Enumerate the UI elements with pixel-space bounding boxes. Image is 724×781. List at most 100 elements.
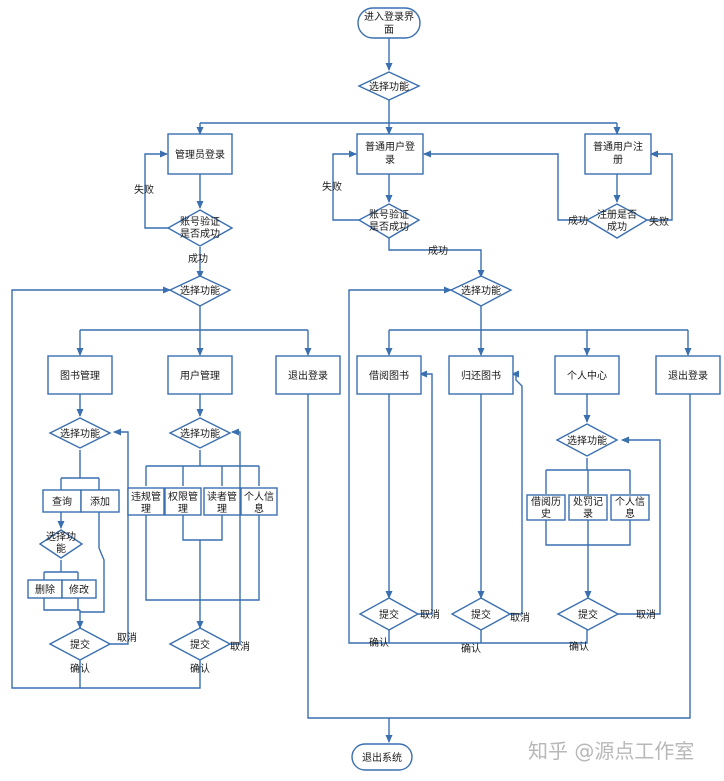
admin-verify-label-1: 账号验证 xyxy=(180,215,220,228)
choose-top-diamond xyxy=(357,71,421,101)
exit-system-terminal xyxy=(351,743,413,771)
violation-label-2: 理 xyxy=(141,503,151,515)
personal-submit-diamond xyxy=(556,597,620,631)
edge-register-fail xyxy=(647,150,673,221)
edge-user-choose-split xyxy=(389,306,688,331)
connectors xyxy=(11,37,692,743)
profile-label-2: 息 xyxy=(254,502,264,515)
penalty-label-2: 录 xyxy=(583,508,593,520)
modify-label: 修改 xyxy=(69,583,89,596)
user-login-box xyxy=(356,133,424,175)
admin-verify-label-2: 是否成功 xyxy=(180,228,220,240)
edge-umgmt-cancel xyxy=(230,428,241,645)
borrow-box xyxy=(356,355,422,395)
umgmt-submit-label: 提交 xyxy=(190,638,210,651)
permission-box xyxy=(164,487,202,516)
user-verify-label-2: 是否成功 xyxy=(369,221,409,233)
user-verify-label-1: 账号验证 xyxy=(369,208,409,221)
admin-login-box xyxy=(167,133,233,175)
confirm-umgmt-label: 确认 xyxy=(190,662,210,675)
edge-register-success xyxy=(423,150,587,221)
success-user-label: 成功 xyxy=(428,245,448,257)
edge-admin-confirm-loop xyxy=(11,286,171,689)
user-login-label-2: 录 xyxy=(385,154,395,166)
sub-choose-diamond xyxy=(38,529,84,559)
edge-labels: 失败 成功 失败 成功 成功 失败 取消 确认 取消 确认 取消 确认 取消 确… xyxy=(70,180,669,675)
profile-label-1: 个人信 xyxy=(244,491,274,503)
borrow-label: 借阅图书 xyxy=(369,369,409,382)
edge-umgmt-merge-outer xyxy=(145,515,260,601)
cancel-return-label: 取消 xyxy=(510,611,530,624)
return-box xyxy=(448,355,514,395)
confirm-book-label: 确认 xyxy=(70,662,90,675)
cancel-borrow-label: 取消 xyxy=(420,608,440,621)
register-box xyxy=(584,133,652,175)
register-check-label-1: 注册是否 xyxy=(597,208,637,221)
personal-label: 个人中心 xyxy=(567,369,607,382)
book-submit-label: 提交 xyxy=(70,638,90,651)
umgmt-label: 用户管理 xyxy=(180,369,220,382)
cancel-personal-label: 取消 xyxy=(636,608,656,621)
borrow-submit-diamond xyxy=(358,597,420,631)
register-check-label-2: 成功 xyxy=(607,221,627,233)
book-submit-diamond xyxy=(48,627,112,661)
borrow-submit-label: 提交 xyxy=(379,608,399,621)
admin-exit-box xyxy=(275,355,341,395)
fail-user-label: 失败 xyxy=(322,180,342,193)
edge-del-mod-merge xyxy=(43,598,80,611)
delete-label: 删除 xyxy=(35,583,55,596)
profile-box xyxy=(240,487,278,516)
reader-label-1: 读者管 xyxy=(207,490,237,503)
personal-info-box xyxy=(610,494,650,521)
personal-choose-diamond xyxy=(555,423,619,457)
cancel-umgmt-label: 取消 xyxy=(230,640,250,653)
choose-top-label: 选择功能 xyxy=(369,80,409,93)
edge-user-fail xyxy=(332,150,359,221)
admin-login-label: 管理员登录 xyxy=(175,148,225,161)
violation-box xyxy=(127,487,165,516)
edge-book-split xyxy=(60,450,100,490)
add-label: 添加 xyxy=(90,495,110,508)
personal-submit-label: 提交 xyxy=(578,608,598,621)
watermark: 知乎 @源点工作室 xyxy=(528,739,694,763)
user-choose-diamond xyxy=(449,275,513,307)
register-label-2: 册 xyxy=(613,155,623,166)
edge-add-merge xyxy=(80,512,105,613)
user-exit-box xyxy=(655,355,721,395)
modify-box xyxy=(61,579,97,599)
admin-choose-label: 选择功能 xyxy=(180,284,220,297)
edge-return-cancel xyxy=(510,370,523,615)
book-choose-diamond xyxy=(48,417,112,449)
user-choose-label: 选择功能 xyxy=(461,284,501,297)
borrow-hist-box xyxy=(526,494,566,521)
node-labels: 进入登录界 面 退出系统 选择功能 管理员登录 普通用户登 录 普通用户注 册 … xyxy=(35,10,708,764)
edge-admin-exit-down xyxy=(307,393,691,719)
sub-choose-label-1: 选择功 xyxy=(46,530,76,543)
reader-box xyxy=(203,487,241,516)
admin-choose-diamond xyxy=(168,275,232,307)
query-label: 查询 xyxy=(52,495,72,508)
umgmt-choose-diamond xyxy=(168,417,232,449)
personal-choose-label: 选择功能 xyxy=(567,434,607,447)
user-login-label-1: 普通用户登 xyxy=(365,140,415,153)
edge-umgmt-split xyxy=(145,450,260,486)
book-mgmt-label: 图书管理 xyxy=(60,369,100,382)
violation-label-1: 违规管 xyxy=(131,490,161,503)
edge-personal-split xyxy=(545,458,631,494)
edge-admin-choose-split xyxy=(80,306,308,331)
book-mgmt-box xyxy=(47,355,113,395)
user-verify-diamond xyxy=(357,203,421,239)
return-submit-diamond xyxy=(450,597,512,631)
edge-user-success xyxy=(388,238,485,278)
borrow-hist-label-2: 史 xyxy=(541,508,551,520)
admin-verify-diamond xyxy=(166,209,234,247)
edge-umgmt-merge-inner xyxy=(182,515,223,541)
confirm-return-label: 确认 xyxy=(461,642,481,655)
penalty-label-1: 处罚记 xyxy=(573,496,603,508)
personal-info-label-2: 息 xyxy=(625,507,635,520)
reader-label-2: 理 xyxy=(217,503,227,515)
cancel-book-label: 取消 xyxy=(117,631,137,644)
register-label-1: 普通用户注 xyxy=(593,140,643,153)
success-register-label: 成功 xyxy=(568,215,588,227)
edge-book-cancel xyxy=(110,428,129,645)
